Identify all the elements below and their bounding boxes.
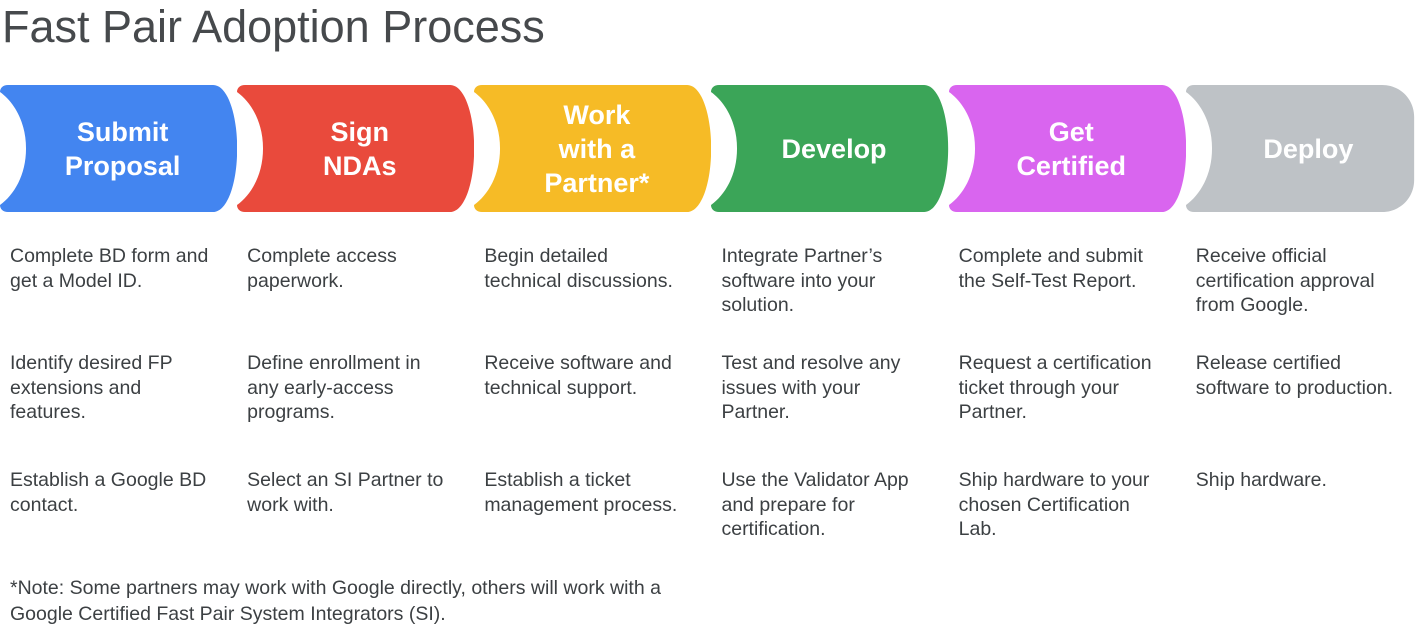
detail-get-certified-3: Ship hardware to your chosen Certificati… xyxy=(958,469,1150,540)
stage-arrow-shape xyxy=(237,85,475,212)
stage-label-work-with-partner: Work with a Partner* xyxy=(544,99,650,198)
stage-get-certified: Get Certified xyxy=(948,85,1186,212)
detail-work-with-partner-1: Begin detailed technical discussions. xyxy=(484,245,673,292)
detail-work-with-partner-3: Establish a ticket management process. xyxy=(484,469,678,516)
detail-develop-1: Integrate Partner’s software into your s… xyxy=(721,245,883,316)
stage-submit-proposal: Submit Proposal xyxy=(0,85,238,212)
detail-sign-ndas-2: Define enrollment in any early-access pr… xyxy=(247,352,421,423)
detail-develop-3: Use the Validator App and prepare for ce… xyxy=(721,469,909,540)
stage-arrow-shape xyxy=(711,85,949,212)
detail-work-with-partner-2: Receive software and technical support. xyxy=(484,352,672,399)
detail-sign-ndas-3: Select an SI Partner to work with. xyxy=(247,469,444,516)
detail-deploy-3: Ship hardware. xyxy=(1195,469,1327,491)
stage-work-with-partner: Work with a Partner* xyxy=(474,85,712,212)
detail-submit-proposal-2: Identify desired FP extensions and featu… xyxy=(10,352,173,423)
stage-details-grid: Complete BD form and get a Model ID. Com… xyxy=(10,244,1423,542)
detail-deploy-1: Receive official certification approval … xyxy=(1195,245,1375,316)
stage-arrow-shape xyxy=(474,85,712,212)
detail-sign-ndas-1: Complete access paperwork. xyxy=(247,245,397,292)
detail-get-certified-2: Request a certification ticket through y… xyxy=(958,352,1152,423)
stage-develop: Develop xyxy=(711,85,949,212)
stage-label-get-certified: Get Certified xyxy=(1016,116,1126,181)
detail-submit-proposal-1: Complete BD form and get a Model ID. xyxy=(10,245,209,292)
stage-sign-ndas: Sign NDAs xyxy=(237,85,475,212)
stage-arrow-shape xyxy=(0,85,238,212)
stage-arrow-shape xyxy=(948,85,1186,212)
stage-label-submit-proposal: Submit Proposal xyxy=(64,116,181,181)
stage-label-sign-ndas: Sign NDAs xyxy=(322,116,397,181)
footnote: *Note: Some partners may work with Googl… xyxy=(10,577,661,625)
stage-label-deploy: Deploy xyxy=(1263,133,1354,164)
stage-end-shape xyxy=(1185,85,1414,212)
detail-deploy-2: Release certified software to production… xyxy=(1195,352,1394,399)
process-stages: Submit Proposal Sign NDAs Work with a Pa… xyxy=(0,85,1423,212)
detail-get-certified-1: Complete and submit the Self-Test Report… xyxy=(958,245,1143,292)
stage-deploy: Deploy xyxy=(1185,85,1423,212)
stage-label-develop: Develop xyxy=(781,133,887,164)
detail-submit-proposal-3: Establish a Google BD contact. xyxy=(10,469,207,516)
detail-develop-2: Test and resolve any issues with your Pa… xyxy=(721,352,901,423)
page-title: Fast Pair Adoption Process xyxy=(2,1,545,52)
